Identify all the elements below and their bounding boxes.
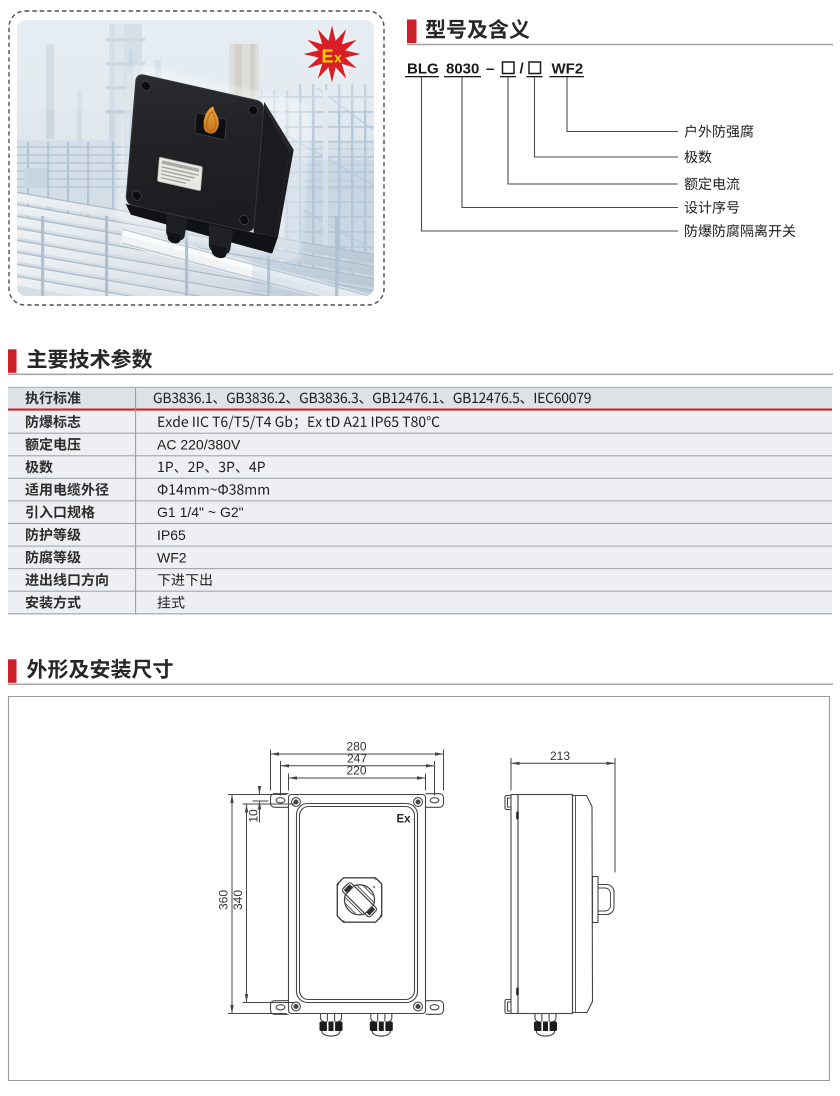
svg-text:G1 1/4" ~ G2": G1 1/4" ~ G2" [157,504,244,520]
svg-text:280: 280 [346,740,366,754]
svg-text:Ex: Ex [397,814,412,826]
svg-text:/: / [520,61,525,78]
svg-text:BLG: BLG [407,61,439,78]
svg-text:213: 213 [550,749,570,763]
svg-text:247: 247 [347,751,367,765]
svg-text:AC 220/380V: AC 220/380V [157,436,241,452]
svg-text:IP65: IP65 [157,527,186,543]
svg-text:WF2: WF2 [552,61,584,78]
svg-text:–: – [486,61,494,78]
svg-text:220: 220 [346,764,366,778]
svg-text:E: E [322,47,334,67]
svg-text:8030: 8030 [446,61,479,78]
svg-text:x: x [334,50,342,66]
svg-text:340: 340 [231,890,245,910]
svg-text:WF2: WF2 [157,549,187,565]
svg-text:360: 360 [217,890,231,910]
svg-text:10: 10 [247,809,261,823]
